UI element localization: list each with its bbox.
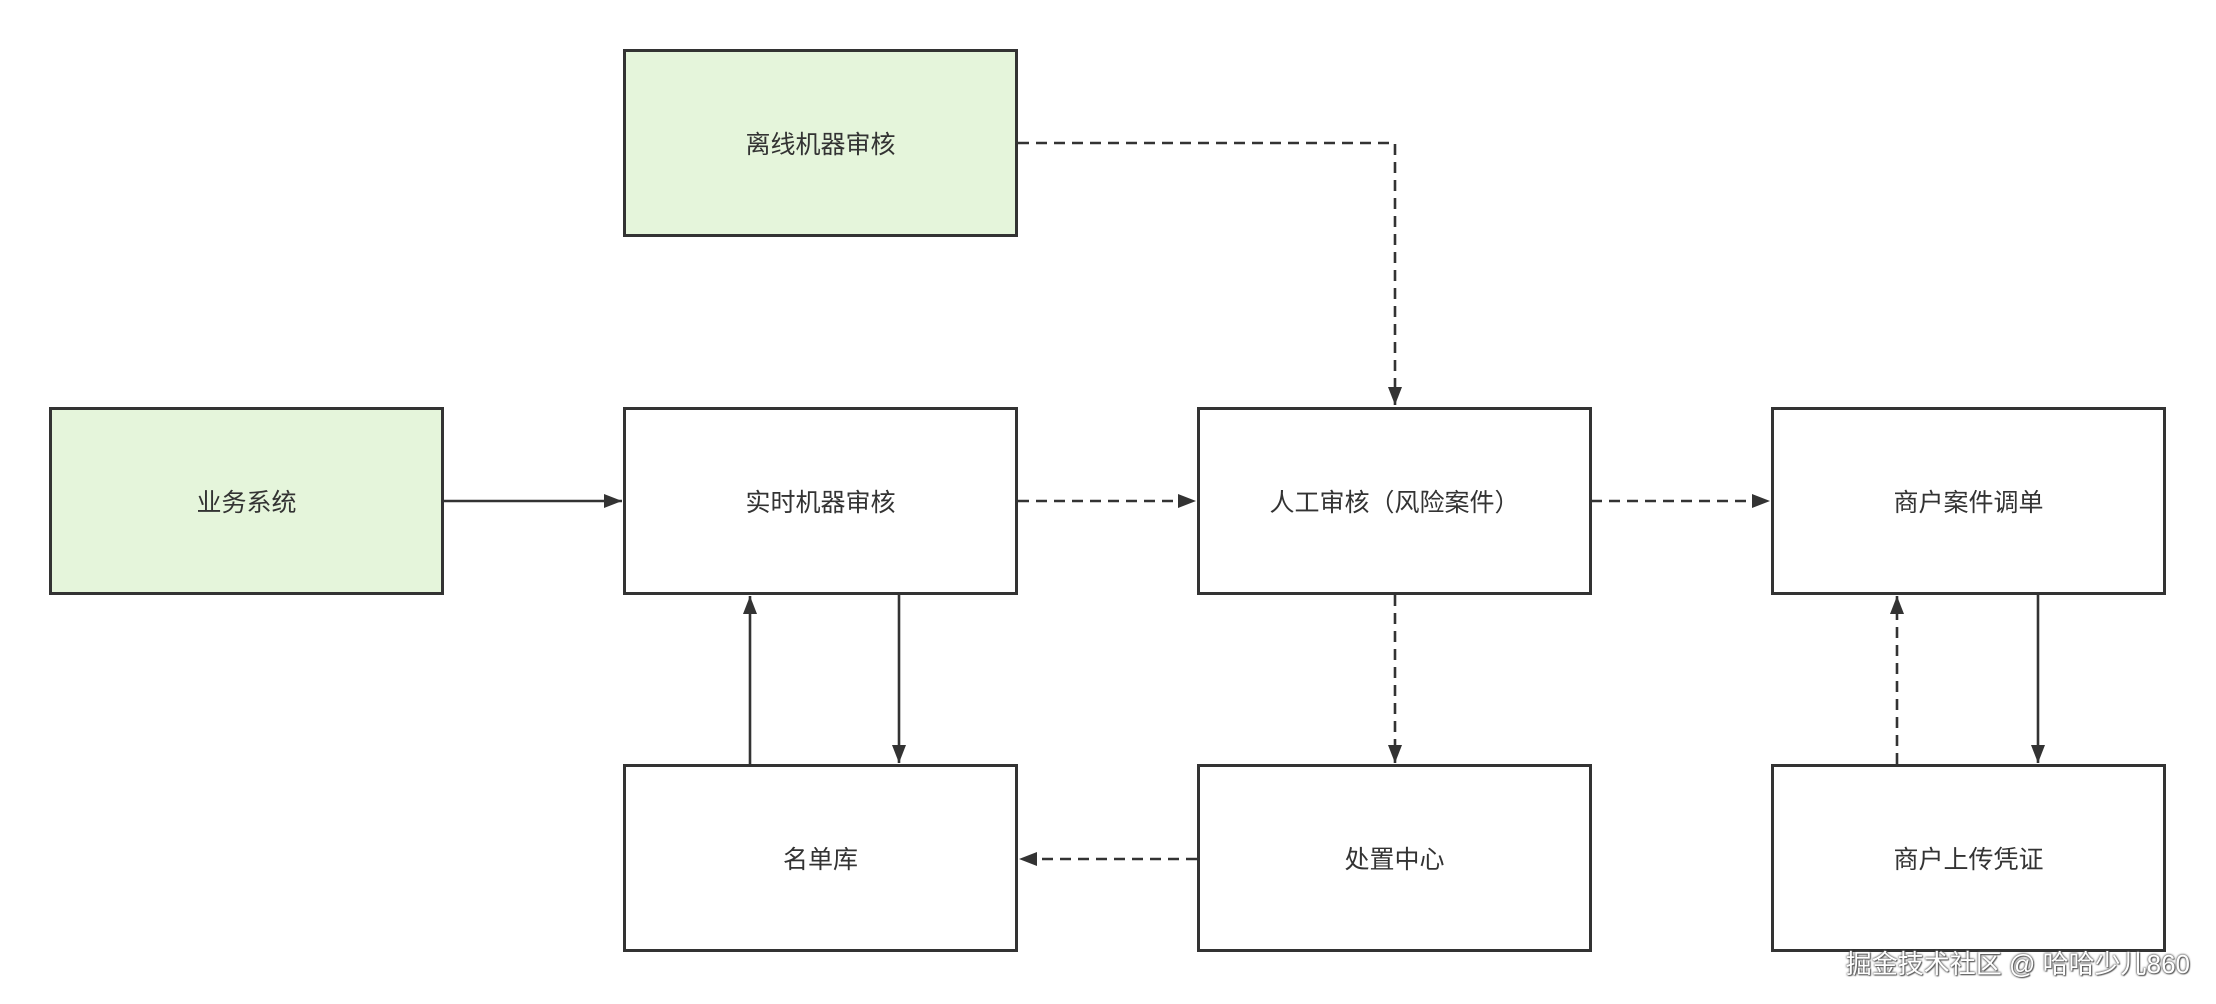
node-label: 业务系统 <box>196 489 297 517</box>
node-label: 离线机器审核 <box>745 131 896 159</box>
watermark: 掘金技术社区 @ 哈哈少儿860 <box>1845 949 2190 979</box>
node-label: 名单库 <box>782 846 858 874</box>
node-label: 商户上传凭证 <box>1893 846 2044 874</box>
node-offline-machine-review: 离线机器审核 <box>623 49 1018 237</box>
node-business-system: 业务系统 <box>49 407 444 595</box>
node-label: 商户案件调单 <box>1893 489 2044 517</box>
node-merchant-case-request: 商户案件调单 <box>1771 407 2166 595</box>
node-manual-review: 人工审核（风险案件） <box>1197 407 1592 595</box>
node-merchant-upload-voucher: 商户上传凭证 <box>1771 764 2166 952</box>
node-label: 处置中心 <box>1344 846 1445 874</box>
node-disposal-center: 处置中心 <box>1197 764 1592 952</box>
node-label: 实时机器审核 <box>745 489 896 517</box>
node-label: 人工审核（风险案件） <box>1269 489 1520 517</box>
node-realtime-machine-review: 实时机器审核 <box>623 407 1018 595</box>
node-list-database: 名单库 <box>623 764 1018 952</box>
edge-offline-to-manual <box>1018 141 1402 405</box>
